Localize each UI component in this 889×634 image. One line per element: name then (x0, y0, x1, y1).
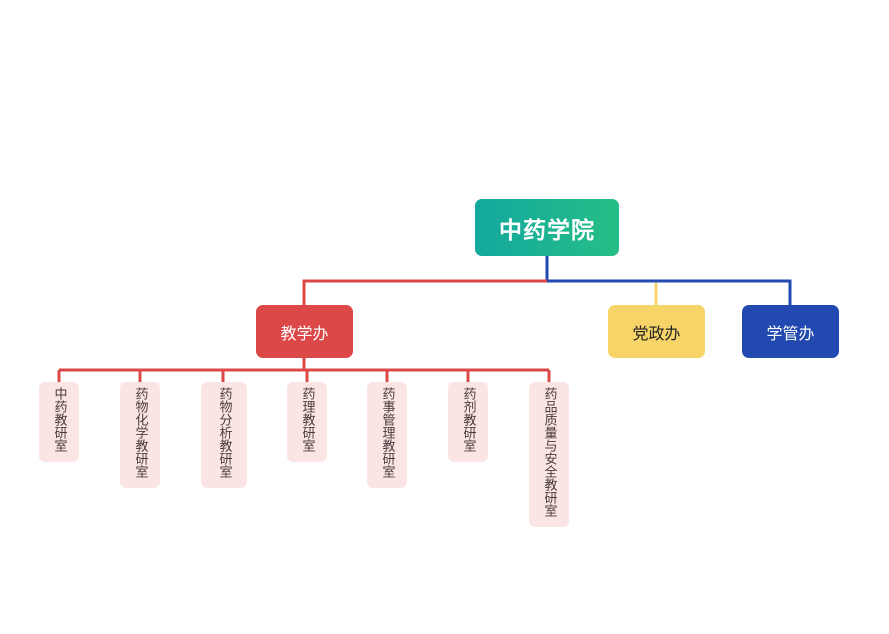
branch-teaching-office (302, 279, 547, 305)
leaf-node[interactable]: 药理教研室 (287, 382, 327, 462)
leaf-node[interactable]: 中药教研室 (39, 382, 79, 462)
leaf-node-label: 药事管理教研室 (379, 387, 395, 478)
leaf-node-label: 药理教研室 (299, 387, 315, 452)
leaf-node-label: 药品质量与安全教研室 (541, 387, 557, 517)
leaf-node[interactable]: 药事管理教研室 (367, 382, 407, 488)
root-node-college[interactable]: 中药学院 (475, 199, 619, 256)
leaf-node-label: 中药教研室 (51, 387, 67, 452)
root-node-label: 中药学院 (499, 217, 595, 244)
node-teaching-office-label: 教学办 (280, 323, 329, 343)
node-party-office-label: 党政办 (632, 323, 681, 343)
node-student-office-label: 学管办 (766, 323, 815, 343)
branch-student-office (547, 279, 792, 305)
leaf-node-label: 药物分析教研室 (216, 387, 232, 478)
node-party-office[interactable]: 党政办 (608, 305, 705, 358)
node-student-office[interactable]: 学管办 (742, 305, 839, 358)
leaf-node[interactable]: 药剂教研室 (448, 382, 488, 462)
leaf-node-label: 药剂教研室 (460, 387, 476, 452)
node-teaching-office[interactable]: 教学办 (256, 305, 353, 358)
leaf-node[interactable]: 药物化学教研室 (120, 382, 160, 488)
leaf-node[interactable]: 药品质量与安全教研室 (529, 382, 569, 527)
leaf-node[interactable]: 药物分析教研室 (201, 382, 247, 488)
leaf-node-label: 药物化学教研室 (132, 387, 148, 478)
